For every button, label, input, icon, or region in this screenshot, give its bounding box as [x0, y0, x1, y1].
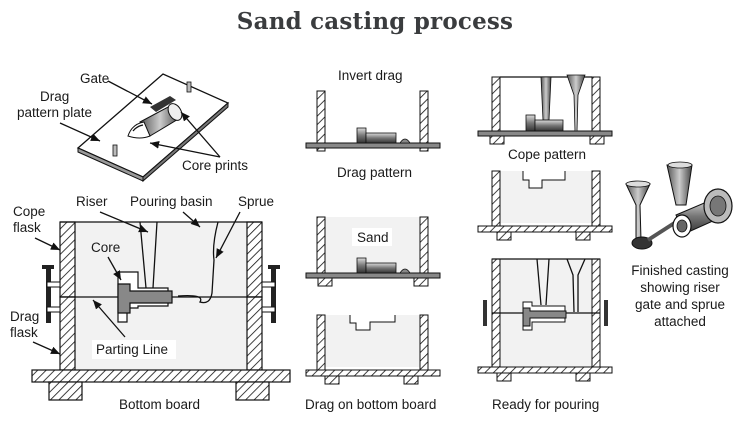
mold-cross-section: Cope flask Riser Pouring basin Sprue Cor… [10, 194, 291, 412]
sprue-pattern [566, 74, 586, 132]
gate-shape [150, 96, 176, 112]
casting-riser [666, 164, 693, 206]
pattern-cylinder [127, 103, 183, 139]
drag-on-bottom-board-label: Drag on bottom board [305, 397, 436, 412]
bottom-board-support [235, 381, 270, 401]
finished-casting-line-1: Finished casting [631, 263, 729, 278]
finished-casting: Finished casting showing riser gate and … [625, 161, 733, 329]
bottom-board [31, 369, 291, 383]
sprue [177, 221, 219, 304]
core [117, 283, 173, 314]
core-prints-label: Core prints [182, 158, 248, 173]
drag-pattern-plate-figure: Gate Drag pattern plate Core prints [17, 71, 248, 183]
sprue-label: Sprue [238, 194, 274, 209]
core-prints-leader [149, 140, 221, 158]
cope-flask-right-wall [246, 221, 263, 298]
finished-casting-line-3: gate and sprue [635, 297, 725, 312]
diagram-title: Sand casting process [236, 8, 514, 35]
bottom-board-support [48, 381, 83, 401]
finished-casting-line-4: attached [654, 314, 706, 329]
casting-sprue [625, 183, 651, 241]
sand-label: Sand [357, 230, 389, 245]
cope-pattern-label: Cope pattern [508, 147, 586, 162]
core-print-pin [112, 144, 118, 157]
step-cope-pattern: Cope pattern [477, 74, 613, 241]
gate-leader [107, 80, 153, 105]
core-label: Core [91, 240, 120, 255]
parting-line-label: Parting Line [96, 342, 168, 357]
drag-flask-left-wall [59, 296, 76, 371]
drag-flask-right-wall [246, 296, 263, 371]
gate-label: Gate [80, 71, 109, 86]
drag-pattern-label: Drag pattern [337, 165, 412, 180]
step-sand: Sand [305, 216, 441, 287]
drag-pattern-plate-label-2: pattern plate [17, 105, 92, 120]
core-prints-leader [180, 111, 221, 158]
flask-clamp-left [42, 265, 61, 323]
core-print-pin [186, 81, 192, 93]
drag-flask-label-2: flask [10, 325, 38, 340]
cope-flask-label-1: Cope [13, 204, 45, 219]
finished-casting-line-2: showing riser [640, 280, 720, 295]
ready-for-pouring-label: Ready for pouring [492, 397, 599, 412]
pouring-basin-label: Pouring basin [130, 194, 213, 209]
riser-label: Riser [76, 194, 108, 209]
riser [139, 221, 158, 289]
step-drag-on-bottom-board: Drag on bottom board [305, 314, 441, 412]
step-invert-drag: Invert drag Drag pattern [305, 68, 441, 180]
cope-flask-left-wall [59, 221, 76, 298]
flask-clamp-right [261, 265, 280, 323]
invert-drag-label: Invert drag [338, 68, 403, 83]
bottom-board-label: Bottom board [119, 397, 200, 412]
drag-pattern-plate-label-1: Drag [40, 89, 69, 104]
step-ready-for-pouring: Ready for pouring [477, 258, 613, 412]
riser-pattern [540, 76, 552, 121]
drag-flask-label-1: Drag [10, 309, 39, 324]
drag-pattern-plate-leader [59, 122, 101, 142]
cope-flask-label-2: flask [13, 220, 41, 235]
